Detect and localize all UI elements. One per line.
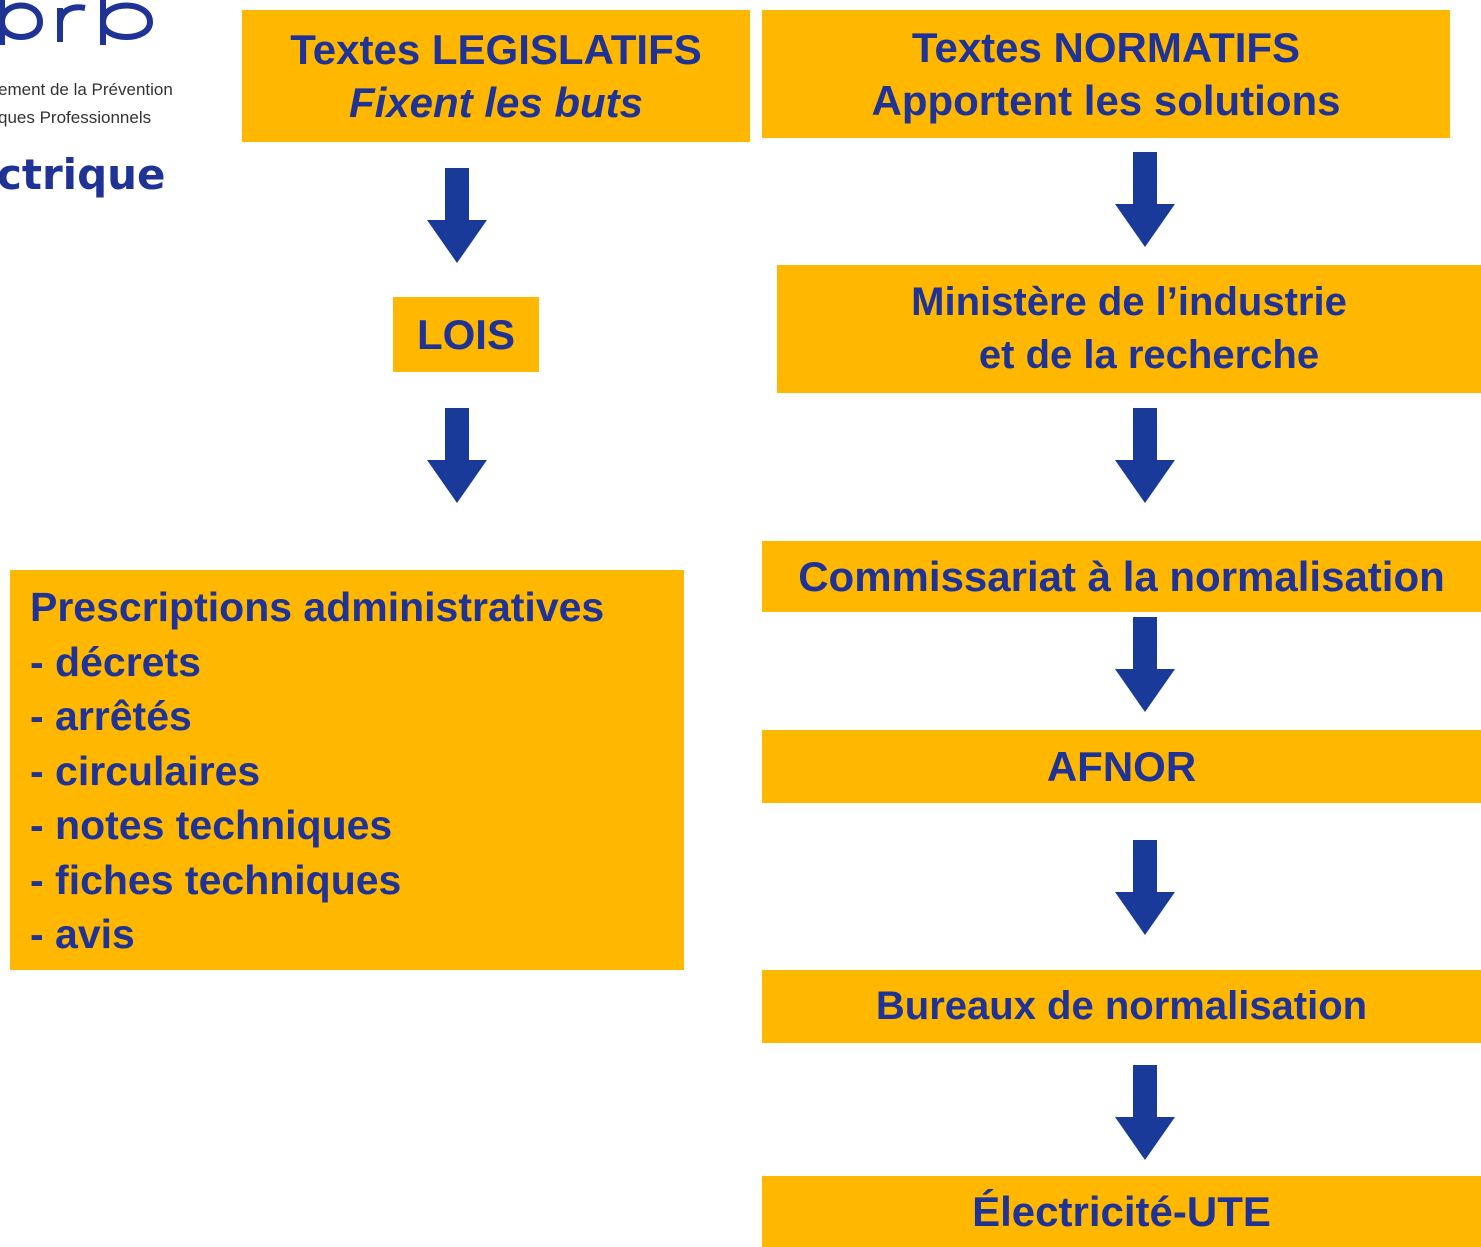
down-arrow-icon [1115, 408, 1175, 503]
down-arrow-icon [427, 408, 487, 503]
textes-legislatifs-subtitle: Fixent les buts [348, 79, 644, 126]
page-title: ctrique [0, 150, 166, 199]
textes-legislatifs-box: Textes LEGISLATIFS Fixent les buts [242, 10, 750, 142]
logo-subtitle-line-2: ques Professionnels [0, 108, 152, 127]
prescription-item: - décrets [30, 638, 201, 685]
textes-legislatifs-title: Textes LEGISLATIFS [290, 26, 702, 73]
afnor-box: AFNOR [762, 730, 1481, 803]
ute-box: Électricité-UTE [762, 1176, 1481, 1247]
bureaux-label: Bureaux de normalisation [875, 984, 1368, 1028]
down-arrow-icon [1115, 617, 1175, 712]
lois-box: LOIS [393, 297, 539, 372]
ministere-line-1: Ministère de l’industrie [911, 280, 1347, 324]
lois-label: LOIS [416, 310, 515, 358]
prescriptions-title: Prescriptions administratives [30, 584, 605, 630]
down-arrow-icon [427, 168, 487, 263]
textes-normatifs-subtitle: Apportent les solutions [871, 77, 1341, 124]
logo-subtitle-line-1: ement de la Prévention [0, 80, 173, 99]
commissariat-label: Commissariat à la normalisation [798, 552, 1445, 600]
prp-logo-icon [0, 0, 154, 45]
prescription-item: - avis [30, 911, 135, 957]
ministere-box: Ministère de l’industrie et de la recher… [777, 265, 1481, 393]
down-arrow-icon [1115, 152, 1175, 247]
prescription-item: - notes techniques [30, 802, 393, 848]
textes-normatifs-title: Textes NORMATIFS [911, 24, 1301, 71]
down-arrow-icon [1115, 1065, 1175, 1160]
prescription-item: - arrêtés [30, 693, 192, 739]
prescriptions-box: Prescriptions administratives - décrets … [10, 570, 684, 970]
prescription-item: - circulaires [30, 747, 261, 794]
commissariat-box: Commissariat à la normalisation [762, 541, 1481, 612]
ministere-line-2: et de la recherche [978, 333, 1320, 377]
textes-normatifs-box: Textes NORMATIFS Apportent les solutions [762, 10, 1450, 138]
bureaux-box: Bureaux de normalisation [762, 970, 1481, 1043]
ute-label: Électricité-UTE [972, 1187, 1271, 1235]
logo [0, 0, 220, 70]
down-arrow-icon [1115, 840, 1175, 935]
prescription-item: - fiches techniques [30, 856, 402, 903]
afnor-label: AFNOR [1046, 742, 1197, 790]
